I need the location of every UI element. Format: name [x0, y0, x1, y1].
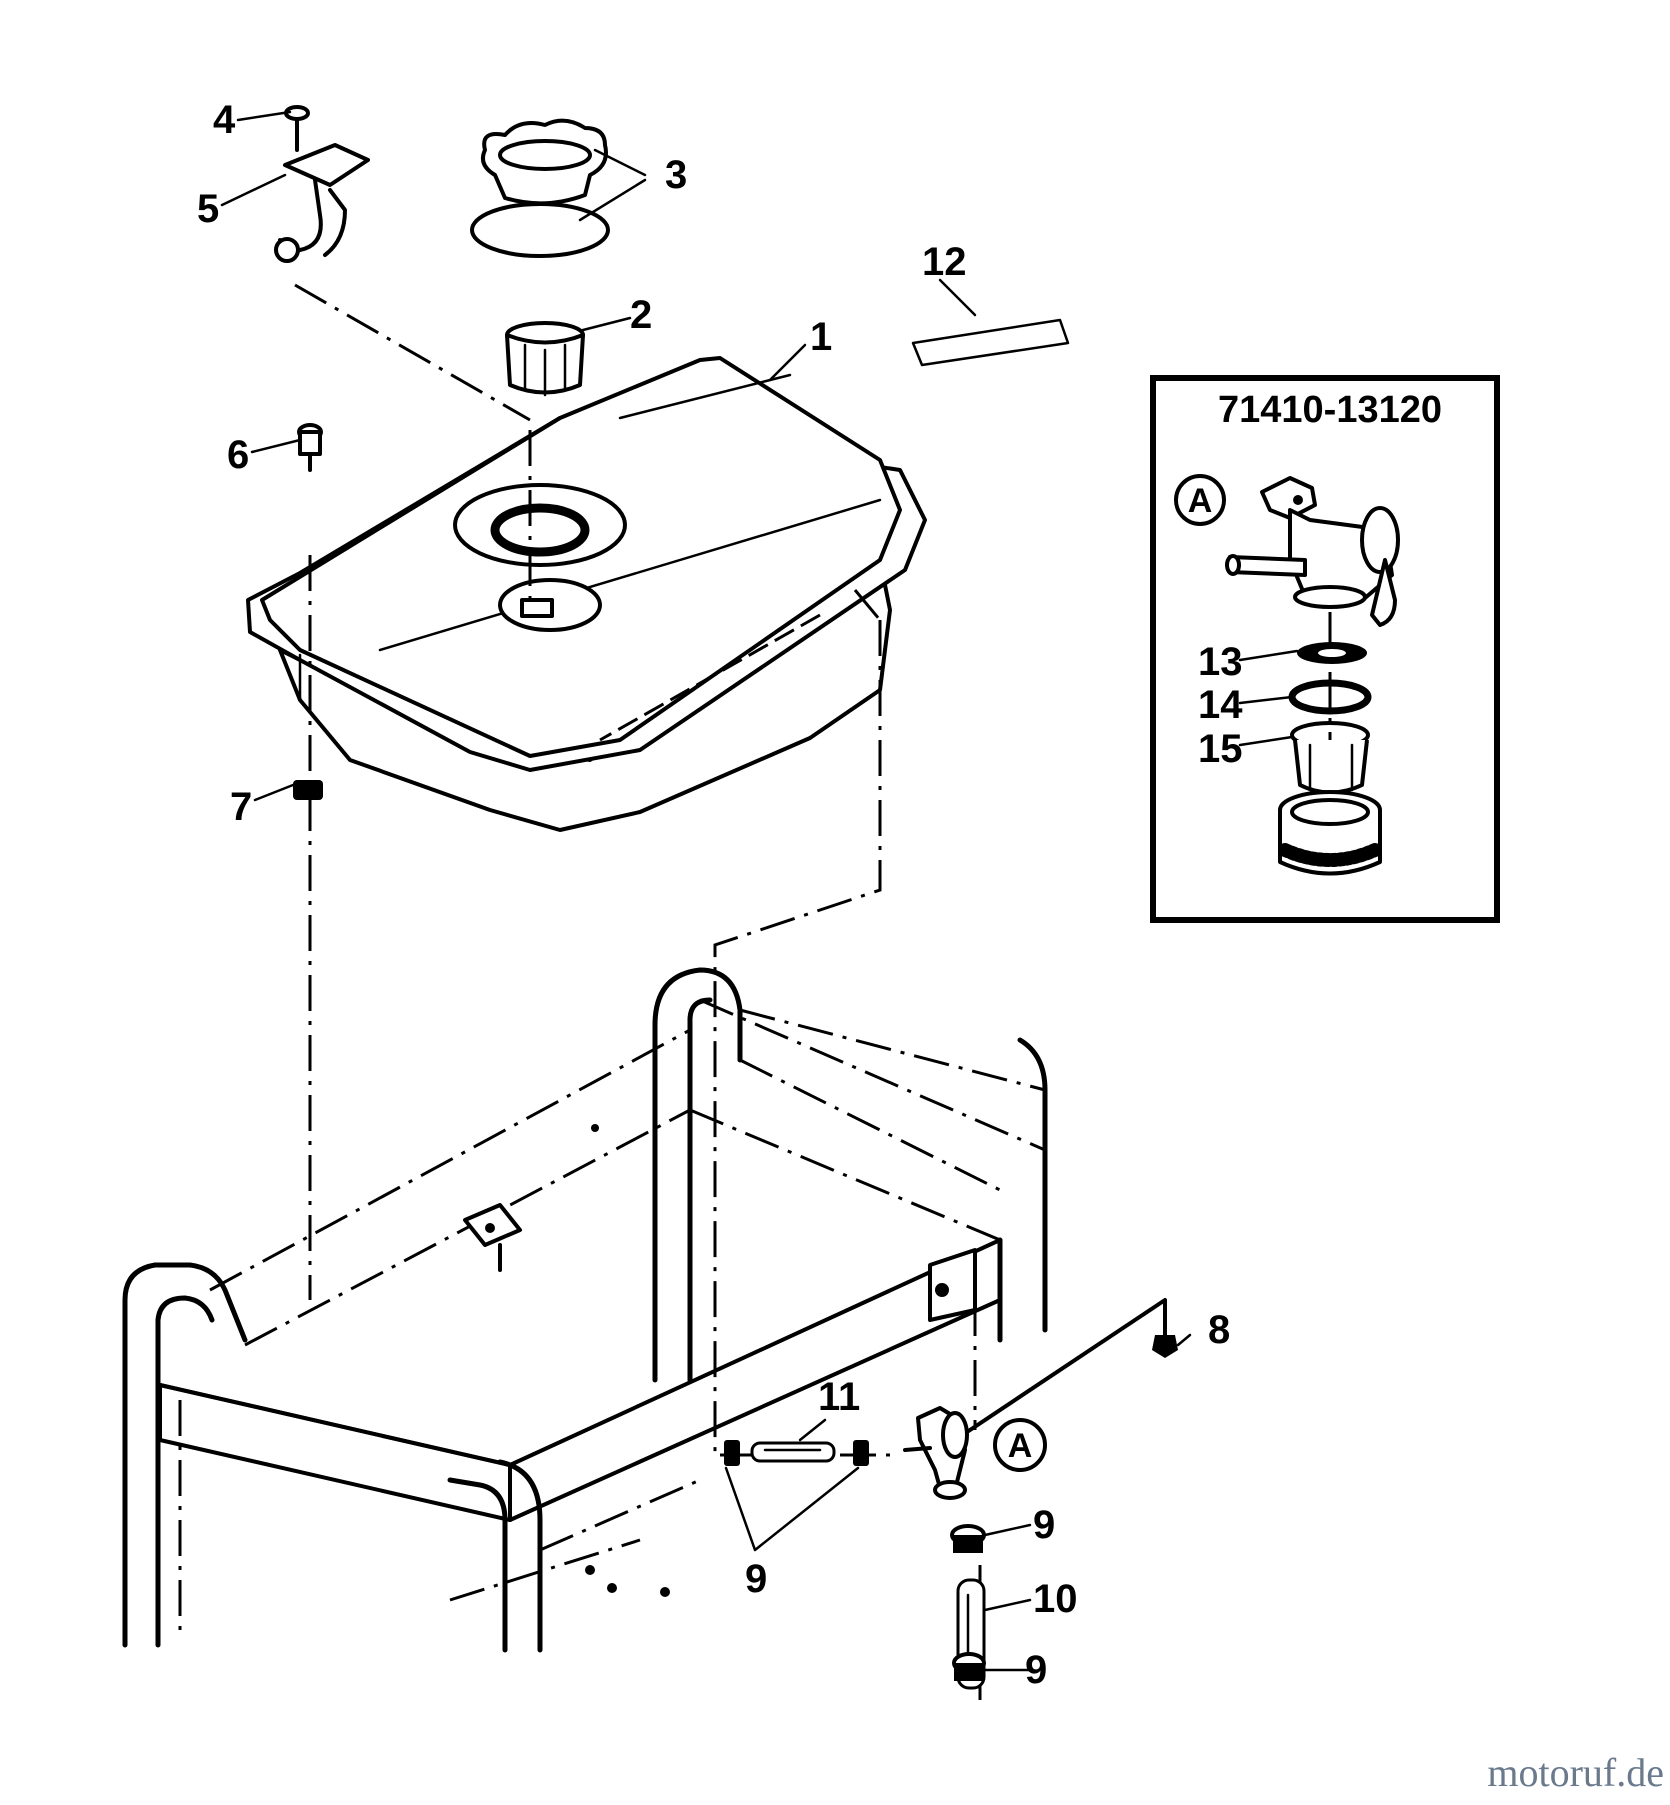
callout-8: 8 — [1208, 1308, 1230, 1352]
detail-reference-a: A — [993, 1418, 1047, 1472]
fuel-hose-upper — [724, 1440, 869, 1466]
callout-3: 3 — [665, 153, 687, 197]
inset-part-number: 71410-13120 — [1218, 389, 1442, 431]
generator-frame — [122, 967, 1048, 1653]
callout-11: 11 — [818, 1375, 860, 1419]
callout-9-pair: 9 — [745, 1557, 767, 1601]
callout-9-upper: 9 — [1033, 1503, 1055, 1547]
callout-7: 7 — [230, 785, 252, 829]
callout-9-lower: 9 — [1025, 1648, 1047, 1692]
bolt — [297, 423, 323, 472]
callout-6: 6 — [227, 433, 249, 477]
callouts: 1 2 3 4 5 6 7 8 9 9 9 10 11 12 — [197, 98, 1230, 1692]
callout-2: 2 — [630, 293, 652, 337]
fuel-gauge — [274, 143, 370, 263]
inset-o-ring — [1297, 642, 1367, 664]
callout-4: 4 — [213, 98, 236, 142]
caution-label — [911, 318, 1070, 367]
callout-1: 1 — [810, 315, 832, 359]
watermark: motoruf.de — [1487, 1750, 1664, 1795]
fuel-cap — [470, 118, 610, 258]
callout-13: 13 — [1198, 640, 1243, 684]
fuel-tank — [246, 356, 927, 832]
inset-fuel-cock — [1225, 476, 1400, 800]
callout-14: 14 — [1198, 683, 1243, 727]
fuel-hose-lower — [950, 1524, 986, 1690]
callout-15: 15 — [1198, 727, 1243, 771]
screw — [284, 105, 310, 152]
inset-fuel-cock-detail: 71410-13120 A — [1150, 375, 1500, 923]
callout-12: 12 — [922, 240, 967, 284]
fuel-strainer — [505, 321, 585, 397]
callout-10: 10 — [1033, 1577, 1078, 1621]
callout-5: 5 — [197, 187, 219, 231]
fuel-cock — [903, 1406, 969, 1500]
inset-detail-letter: A — [1188, 482, 1213, 520]
inset-bowl-nut — [1278, 790, 1382, 876]
leader-lines — [220, 110, 1192, 1672]
detail-reference-letter: A — [1008, 1427, 1033, 1465]
nut — [938, 1298, 1178, 1452]
rubber-mount — [293, 780, 323, 800]
